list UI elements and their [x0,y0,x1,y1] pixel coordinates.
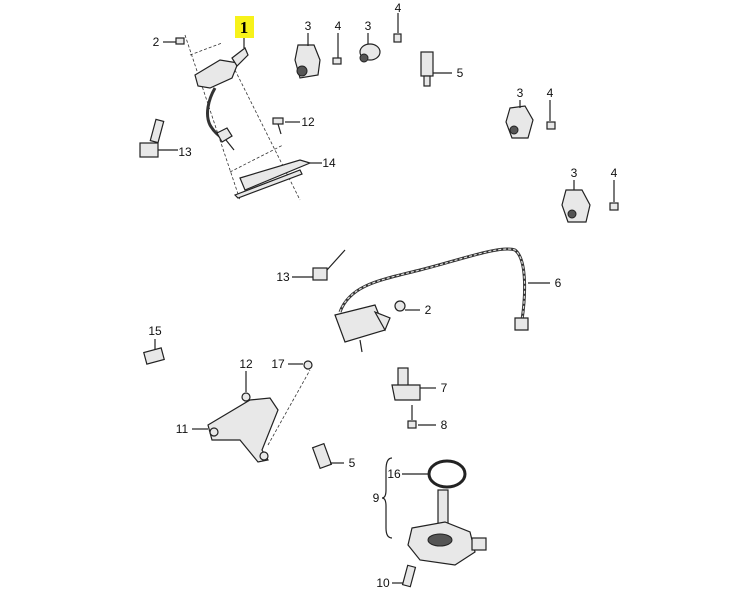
callout-2[interactable]: 2 [153,35,160,49]
part-5-temp-sender-a[interactable] [420,51,452,87]
part-5-temp-sender-b[interactable] [311,442,344,470]
callout-7[interactable]: 7 [441,381,448,395]
callout-12[interactable]: 12 [301,115,315,129]
callout-4[interactable]: 4 [611,166,618,180]
part-17-nut[interactable] [288,360,313,370]
part-11-bracket[interactable] [192,369,311,463]
part-3-camshaft-sensor-a[interactable] [294,33,321,79]
callout-16[interactable]: 16 [387,467,401,481]
part-9-oil-level-sensor[interactable] [381,457,487,566]
callout-3[interactable]: 3 [571,166,578,180]
callout-9[interactable]: 9 [373,491,380,505]
part-12-bolt-b[interactable] [241,371,251,402]
part-4-bolt-a[interactable] [332,33,342,65]
callout-10[interactable]: 10 [376,576,390,590]
part-2-clip[interactable] [175,37,185,45]
part-10-bolt[interactable] [392,564,417,588]
callout-2[interactable]: 2 [425,303,432,317]
callout-3[interactable]: 3 [305,19,312,33]
part-7-sensor[interactable] [391,367,436,401]
callout-13[interactable]: 13 [276,270,290,284]
callout-15[interactable]: 15 [148,324,162,338]
part-3-camshaft-sensor-d[interactable] [561,180,591,223]
part-13-sensor[interactable] [139,118,178,158]
part-13-sensor-b[interactable] [292,249,346,281]
part-6-sensor-harness[interactable] [334,247,550,353]
part-8-bolt[interactable] [407,405,436,429]
callout-14[interactable]: 14 [322,156,336,170]
callout-4[interactable]: 4 [335,19,342,33]
callout-6[interactable]: 6 [555,276,562,290]
part-3-camshaft-sensor-c[interactable] [505,100,534,139]
part-4-bolt-c[interactable] [546,100,556,130]
part-12-bolt[interactable] [272,117,300,135]
callout-5[interactable]: 5 [457,66,464,80]
part-4-bolt-b[interactable] [393,13,402,43]
part-16-o-ring[interactable] [402,459,467,489]
part-2-nut[interactable] [394,300,420,312]
part-15-sensor[interactable] [143,339,165,365]
part-4-bolt-d[interactable] [609,180,619,211]
callout-3[interactable]: 3 [517,86,524,100]
callout-5[interactable]: 5 [349,456,356,470]
callout-11[interactable]: 11 [176,422,189,436]
part-14-bracket[interactable] [229,144,322,199]
callout-4[interactable]: 4 [547,86,554,100]
callout-8[interactable]: 8 [441,418,448,432]
callout-12[interactable]: 12 [239,357,253,371]
highlight-box [235,16,254,38]
callout-4[interactable]: 4 [395,1,402,15]
callout-17[interactable]: 17 [271,357,285,371]
part-3-camshaft-sensor-b[interactable] [359,33,381,63]
callout-1[interactable]: 1 [240,18,249,37]
callout-3[interactable]: 3 [365,19,372,33]
callout-13[interactable]: 13 [178,145,192,159]
